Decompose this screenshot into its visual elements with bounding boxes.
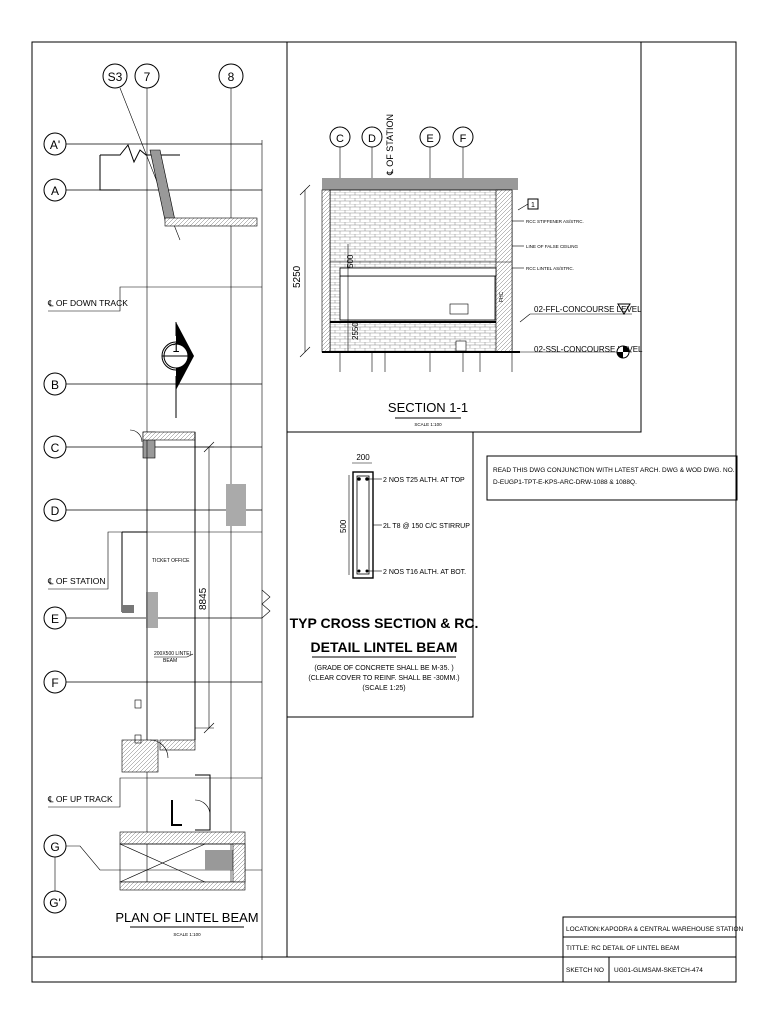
svg-text:8: 8 <box>228 70 235 84</box>
svg-text:℄ OF STATION: ℄ OF STATION <box>385 114 395 176</box>
detail-dimension-200: 200 <box>352 453 372 464</box>
plan-dimension-8845: 8845 <box>195 441 215 734</box>
svg-text:2550: 2550 <box>351 322 360 340</box>
svg-text:℄ OF DOWN TRACK: ℄ OF DOWN TRACK <box>47 298 128 308</box>
svg-text:B: B <box>51 378 59 392</box>
plan-station-label: ℄ OF STATION <box>47 531 262 590</box>
svg-text:(SCALE 1:25): (SCALE 1:25) <box>362 685 405 692</box>
callout-top-bars: 2 NOS T25 ALTH. AT TOP <box>369 477 465 484</box>
svg-text:D: D <box>51 504 60 518</box>
section-ref-box: 1 <box>517 198 539 211</box>
title-block-title: TITTLE: RC DETAIL OF LINTEL BEAM <box>566 945 679 952</box>
svg-text:(GRADE OF CONCRETE SHALL BE M-: (GRADE OF CONCRETE SHALL BE M-35. ) <box>314 665 453 672</box>
svg-text:BEAM: BEAM <box>163 658 177 664</box>
svg-text:E: E <box>51 612 59 626</box>
svg-text:℄ OF UP TRACK: ℄ OF UP TRACK <box>47 794 113 804</box>
svg-text:F: F <box>51 676 58 690</box>
section-dimension-5250: 5250 <box>292 184 311 358</box>
svg-text:2 NOS T25 ALTH. AT TOP: 2 NOS T25 ALTH. AT TOP <box>383 477 465 484</box>
svg-text:8845: 8845 <box>198 587 209 610</box>
svg-text:2L T8 @ 150 C/C STIRRUP: 2L T8 @ 150 C/C STIRRUP <box>383 523 470 530</box>
section-title: SECTION 1-1 SCALE 1:100 <box>388 400 468 427</box>
svg-text:SCALE 1:100: SCALE 1:100 <box>414 422 442 427</box>
plan-grid-bubble-8: 8 <box>218 63 244 89</box>
svg-text:DETAIL LINTEL BEAM: DETAIL LINTEL BEAM <box>311 639 458 655</box>
plan-grid-bubble-7: 7 <box>134 63 160 89</box>
svg-text:E: E <box>426 133 433 145</box>
svg-text:(CLEAR COVER TO REINF. SHALL B: (CLEAR COVER TO REINF. SHALL BE -30MM.) <box>308 675 459 682</box>
svg-text:C: C <box>336 133 344 145</box>
svg-text:D: D <box>368 133 376 145</box>
plan-grid-b: B <box>43 372 262 396</box>
svg-text:G: G <box>50 840 59 854</box>
ssl-level-marker: 02-SSL-CONCOURSE LEVEL <box>520 345 643 359</box>
svg-text:℄ OF STATION: ℄ OF STATION <box>47 576 106 586</box>
plan-of-lintel-beam: S3 7 8 A' A B C <box>43 42 288 960</box>
plan-down-track-label: ℄ OF DOWN TRACK <box>47 286 262 312</box>
svg-text:200X500 LINTEL: 200X500 LINTEL <box>154 651 193 657</box>
svg-text:C: C <box>51 441 60 455</box>
svg-text:02-SSL-CONCOURSE LEVEL: 02-SSL-CONCOURSE LEVEL <box>534 345 643 354</box>
svg-text:G': G' <box>49 896 61 910</box>
svg-text:500: 500 <box>346 254 355 268</box>
section-dimension-500: 500 <box>346 244 355 276</box>
note-false-ceiling: LINE OF FALSE CEILING <box>526 244 579 249</box>
ffl-level-marker: 02-FFL-CONCOURSE LEVEL <box>519 303 642 323</box>
plan-grid-a: A <box>43 178 262 202</box>
section-dimension-2550: 2550 <box>347 276 360 352</box>
plan-grid-c: C <box>43 435 262 459</box>
plan-grid-a1: A' <box>43 132 262 156</box>
svg-text:READ THIS DWG CONJUNCTION WITH: READ THIS DWG CONJUNCTION WITH LATEST AR… <box>493 467 735 474</box>
svg-text:S3: S3 <box>108 70 123 84</box>
svg-text:5250: 5250 <box>292 265 303 288</box>
plan-up-track-label: ℄ OF UP TRACK <box>47 777 262 808</box>
svg-text:SECTION 1-1: SECTION 1-1 <box>388 400 468 415</box>
svg-text:2 NOS T16 ALTH. AT BOT.: 2 NOS T16 ALTH. AT BOT. <box>383 569 466 576</box>
title-block-sketch-label: SKETCH NO <box>566 967 604 974</box>
plan-grid-e: E <box>43 606 262 630</box>
svg-text:A': A' <box>50 138 60 152</box>
svg-text:D-EUGP1-TPT-E-KPS-ARC-DRW-1088: D-EUGP1-TPT-E-KPS-ARC-DRW-1088 & 1088Q. <box>493 479 637 486</box>
note-rcc-lintel: RCC LINTEL AS/STRC. <box>526 266 574 271</box>
svg-text:TYP CROSS SECTION & RC.: TYP CROSS SECTION & RC. <box>290 615 479 631</box>
svg-text:02-FFL-CONCOURSE LEVEL: 02-FFL-CONCOURSE LEVEL <box>534 305 642 314</box>
section-1-1: C D E F ℄ OF STATION <box>286 41 643 433</box>
svg-text:500: 500 <box>339 519 348 533</box>
detail-title: TYP CROSS SECTION & RC. DETAIL LINTEL BE… <box>290 615 479 692</box>
section-marker-1: 1 <box>161 322 194 418</box>
svg-text:1: 1 <box>172 340 179 355</box>
fhc-label: FHC <box>499 291 505 302</box>
lintel-beam-callout: 200X500 LINTEL BEAM <box>154 651 194 664</box>
plan-grid-g1: G' <box>43 857 67 914</box>
title-block-sketch-number: UG01-GLMSAM-SKETCH-474 <box>614 967 703 974</box>
svg-text:A: A <box>51 184 59 198</box>
title-block: LOCATION:KAPODRA & CENTRAL WAREHOUSE STA… <box>562 916 744 983</box>
svg-text:SCALE 1:100: SCALE 1:100 <box>173 932 201 937</box>
title-block-location: LOCATION:KAPODRA & CENTRAL WAREHOUSE STA… <box>566 926 744 933</box>
callout-stirrup: 2L T8 @ 150 C/C STIRRUP <box>373 523 470 530</box>
svg-text:F: F <box>460 133 467 145</box>
plan-title: PLAN OF LINTEL BEAM SCALE 1:100 <box>115 910 258 937</box>
lintel-beam-cross-section: 200 500 2 NOS T25 ALTH. AT TOP 2L T8 @ 1… <box>286 431 479 718</box>
general-note-box: READ THIS DWG CONJUNCTION WITH LATEST AR… <box>486 455 738 501</box>
note-rcc-stiffener: RCC STIFFENER AS/STRC. <box>526 219 584 224</box>
plan-grid-bubble-s3: S3 <box>102 63 128 89</box>
svg-text:1: 1 <box>531 202 535 209</box>
ticket-office-label: TICKET OFFICE <box>152 558 190 564</box>
detail-dimension-500: 500 <box>339 475 350 575</box>
svg-text:200: 200 <box>356 453 370 462</box>
svg-text:PLAN OF LINTEL BEAM: PLAN OF LINTEL BEAM <box>115 910 258 925</box>
svg-text:7: 7 <box>144 70 151 84</box>
plan-grid-f: F <box>43 670 262 694</box>
callout-bottom-bars: 2 NOS T16 ALTH. AT BOT. <box>369 569 466 576</box>
